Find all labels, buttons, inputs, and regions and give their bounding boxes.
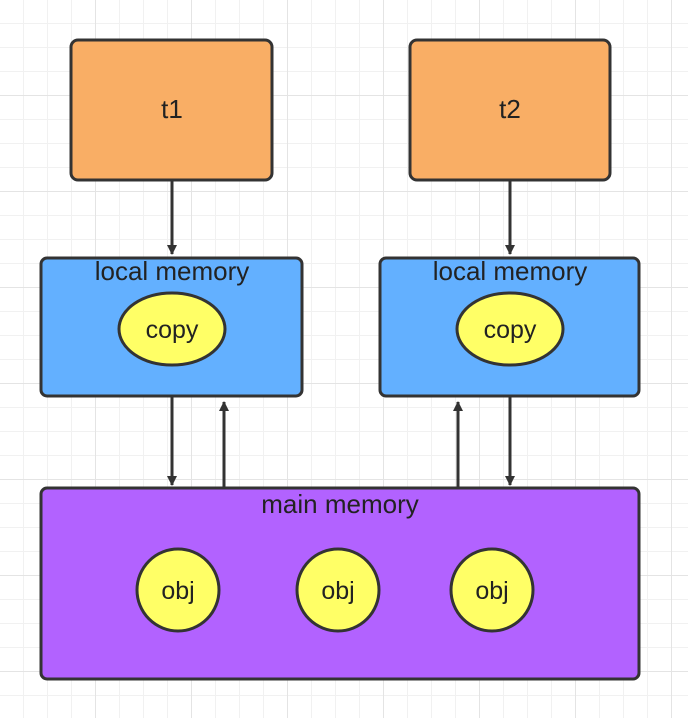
local-memory-label: local memory: [95, 256, 250, 286]
object-node-2: obj: [295, 547, 381, 633]
thread-label: t1: [161, 94, 183, 124]
main-memory-label: main memory: [261, 489, 418, 519]
thread-box-t2: t2: [408, 38, 612, 182]
copy-node-1: copy: [117, 291, 227, 367]
object-node-1: obj: [135, 547, 221, 633]
copy-label: copy: [146, 316, 199, 344]
main-memory-box: main memory obj obj obj: [39, 486, 641, 681]
copy-label: copy: [484, 316, 537, 344]
object-node-3: obj: [449, 547, 535, 633]
local-memory-box-1: local memory copy: [39, 256, 304, 398]
connectors: [167, 181, 515, 487]
object-label: obj: [475, 577, 508, 605]
local-memory-box-2: local memory copy: [378, 256, 641, 398]
copy-node-2: copy: [455, 291, 565, 367]
object-label: obj: [321, 577, 354, 605]
local-memory-label: local memory: [433, 256, 588, 286]
object-label: obj: [161, 577, 194, 605]
thread-box-t1: t1: [69, 38, 274, 182]
thread-label: t2: [499, 94, 521, 124]
